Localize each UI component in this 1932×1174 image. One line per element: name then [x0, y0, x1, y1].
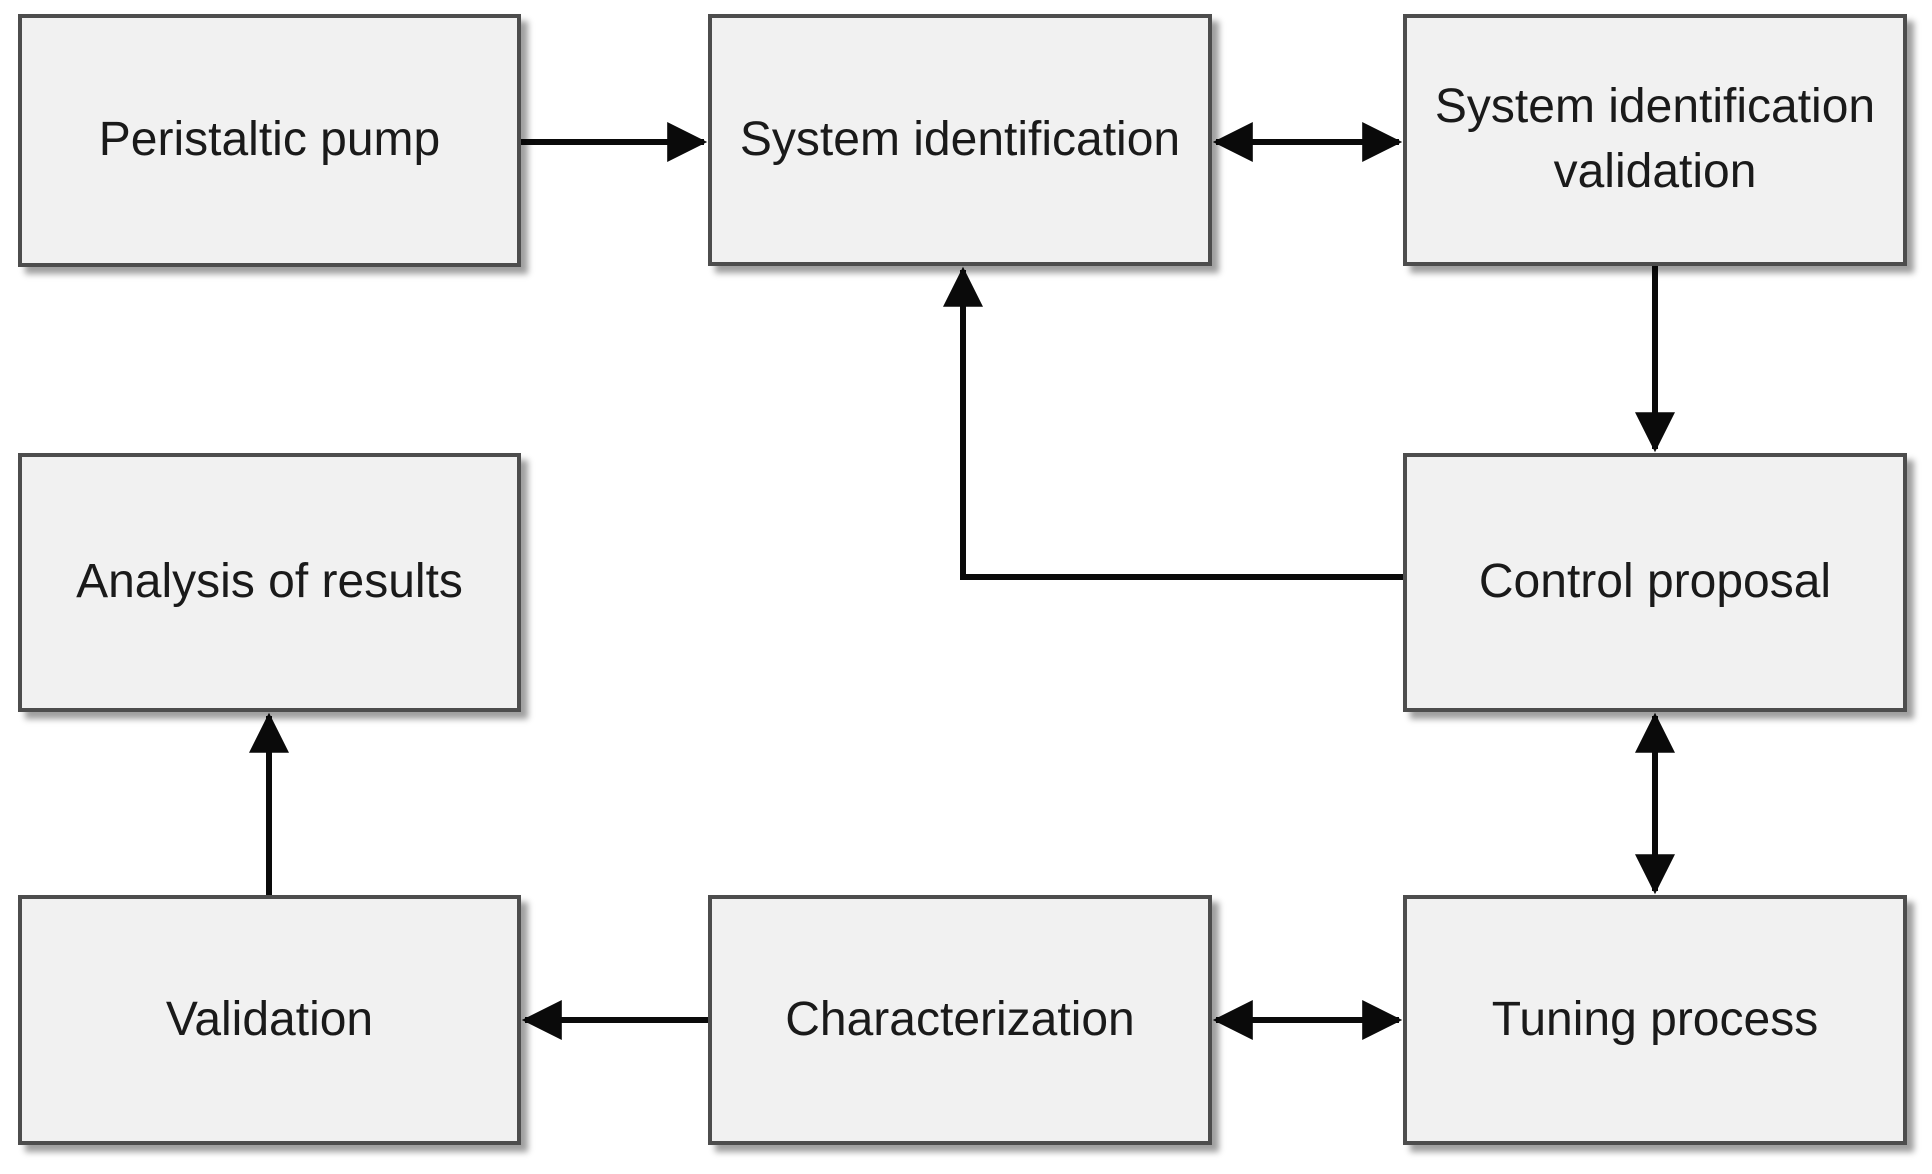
node-peristaltic-pump-label: Peristaltic pump — [98, 113, 441, 167]
node-characterization-label: Characterization — [785, 992, 1135, 1046]
node-system-identification: System identification — [708, 14, 1212, 266]
node-validation: Validation — [18, 895, 521, 1145]
node-tuning-process-label: Tuning process — [1491, 992, 1819, 1046]
node-peristaltic-pump: Peristaltic pump — [18, 14, 521, 267]
node-system-identification-validation-label: System identification validation — [1434, 80, 1876, 198]
node-control-proposal: Control proposal — [1403, 453, 1907, 712]
node-tuning-process: Tuning process — [1403, 895, 1907, 1145]
node-control-proposal-label: Control proposal — [1478, 555, 1832, 609]
node-system-identification-validation: System identification validation — [1403, 14, 1907, 266]
node-validation-label: Validation — [165, 992, 374, 1046]
node-analysis-of-results-label: Analysis of results — [76, 555, 463, 609]
node-analysis-of-results: Analysis of results — [18, 453, 521, 712]
node-system-identification-label: System identification — [739, 112, 1181, 166]
arrow-control-proposal-to-system-identification-elbow — [943, 266, 1403, 580]
node-characterization: Characterization — [708, 895, 1212, 1145]
